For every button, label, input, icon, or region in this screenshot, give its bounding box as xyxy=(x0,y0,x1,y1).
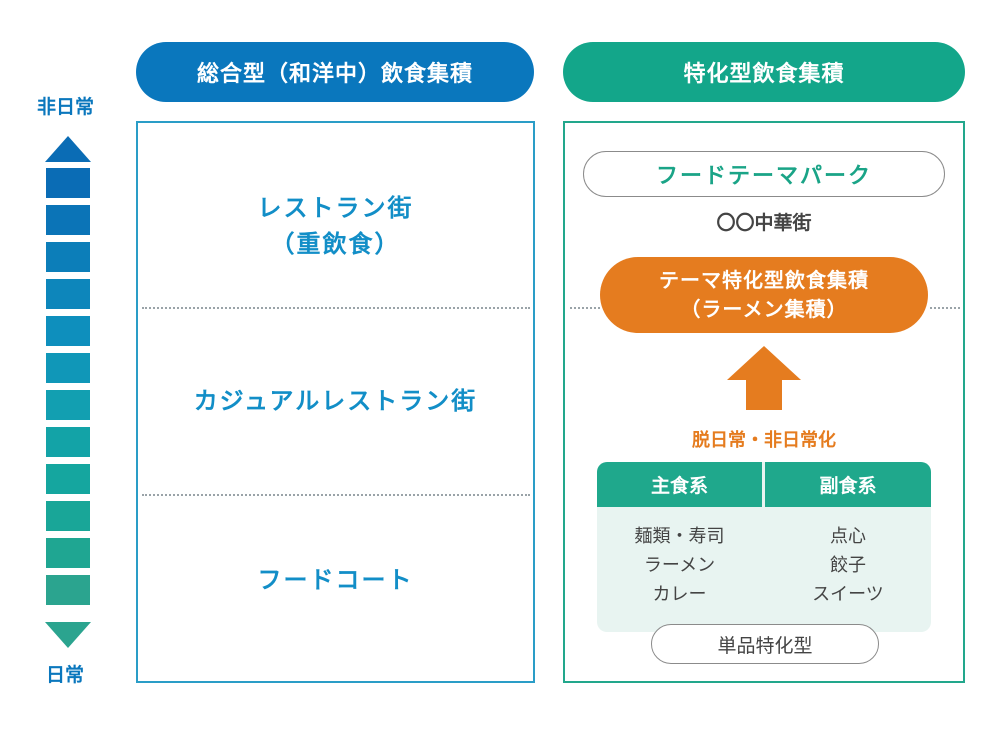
scale-bottom-label: 日常 xyxy=(46,664,85,686)
list-item: ラーメン xyxy=(643,555,716,576)
divider-dotted xyxy=(930,307,960,309)
scale-bar-segment xyxy=(46,390,90,420)
scale-bar-segment xyxy=(46,427,90,457)
scale-bar-segment xyxy=(46,501,90,531)
side-dish-header: 副食系 xyxy=(765,462,931,507)
category-food-court: フードコート xyxy=(136,562,535,598)
left-panel xyxy=(136,121,535,683)
scale-bar-segment xyxy=(46,538,90,568)
arrow-up-icon xyxy=(727,346,801,380)
scale-bar-segment xyxy=(46,353,90,383)
left-panel-header: 総合型（和洋中）飲食集積 xyxy=(136,42,534,102)
main-dish-header: 主食系 xyxy=(597,462,762,507)
theme-park-example: 〇〇中華街 xyxy=(716,212,812,234)
scale-bar-segment xyxy=(46,242,90,272)
side-dish-list: 点心 餃子 スイーツ xyxy=(765,522,931,609)
category-sublabel: （重飲食） xyxy=(270,230,401,258)
arrow-up-icon xyxy=(45,136,91,162)
divider-dotted xyxy=(570,307,600,309)
scale-bar-segment xyxy=(46,464,90,494)
main-dish-list: 麺類・寿司 ラーメン カレー xyxy=(597,522,762,609)
scale-top-label: 非日常 xyxy=(37,96,95,118)
list-item: 麺類・寿司 xyxy=(634,526,725,547)
right-panel xyxy=(563,121,965,683)
list-item: カレー xyxy=(652,584,707,605)
scale-bar-segment xyxy=(46,279,90,309)
category-casual-restaurant-street: カジュアルレストラン街 xyxy=(136,383,535,419)
scale-bar-segment xyxy=(46,316,90,346)
category-label: フードコート xyxy=(257,566,414,594)
theme-specialized-label: テーマ特化型飲食集積 xyxy=(659,268,869,292)
category-label: レストラン街 xyxy=(257,194,414,222)
arrow-stem xyxy=(746,378,782,410)
scale-bar-segment xyxy=(46,205,90,235)
food-theme-park-pill: フードテーマパーク xyxy=(583,151,945,197)
arrow-label: 脱日常・非日常化 xyxy=(692,430,836,451)
divider-dotted xyxy=(142,307,530,309)
theme-specialized-sublabel: （ラーメン集積） xyxy=(680,297,848,321)
single-item-pill: 単品特化型 xyxy=(651,624,879,664)
theme-specialized-pill: テーマ特化型飲食集積 （ラーメン集積） xyxy=(600,257,928,333)
right-panel-header: 特化型飲食集積 xyxy=(563,42,965,102)
arrow-down-icon xyxy=(45,622,91,648)
scale-bar-segment xyxy=(46,575,90,605)
category-label: カジュアルレストラン街 xyxy=(193,387,478,415)
divider-dotted xyxy=(142,494,530,496)
list-item: スイーツ xyxy=(812,584,884,605)
scale-bar-segment xyxy=(46,168,90,198)
list-item: 点心 xyxy=(830,526,866,547)
list-item: 餃子 xyxy=(830,555,866,576)
dish-category-table: 主食系 副食系 麺類・寿司 ラーメン カレー 点心 餃子 スイーツ xyxy=(597,462,931,632)
category-restaurant-street: レストラン街 （重飲食） xyxy=(136,190,535,262)
